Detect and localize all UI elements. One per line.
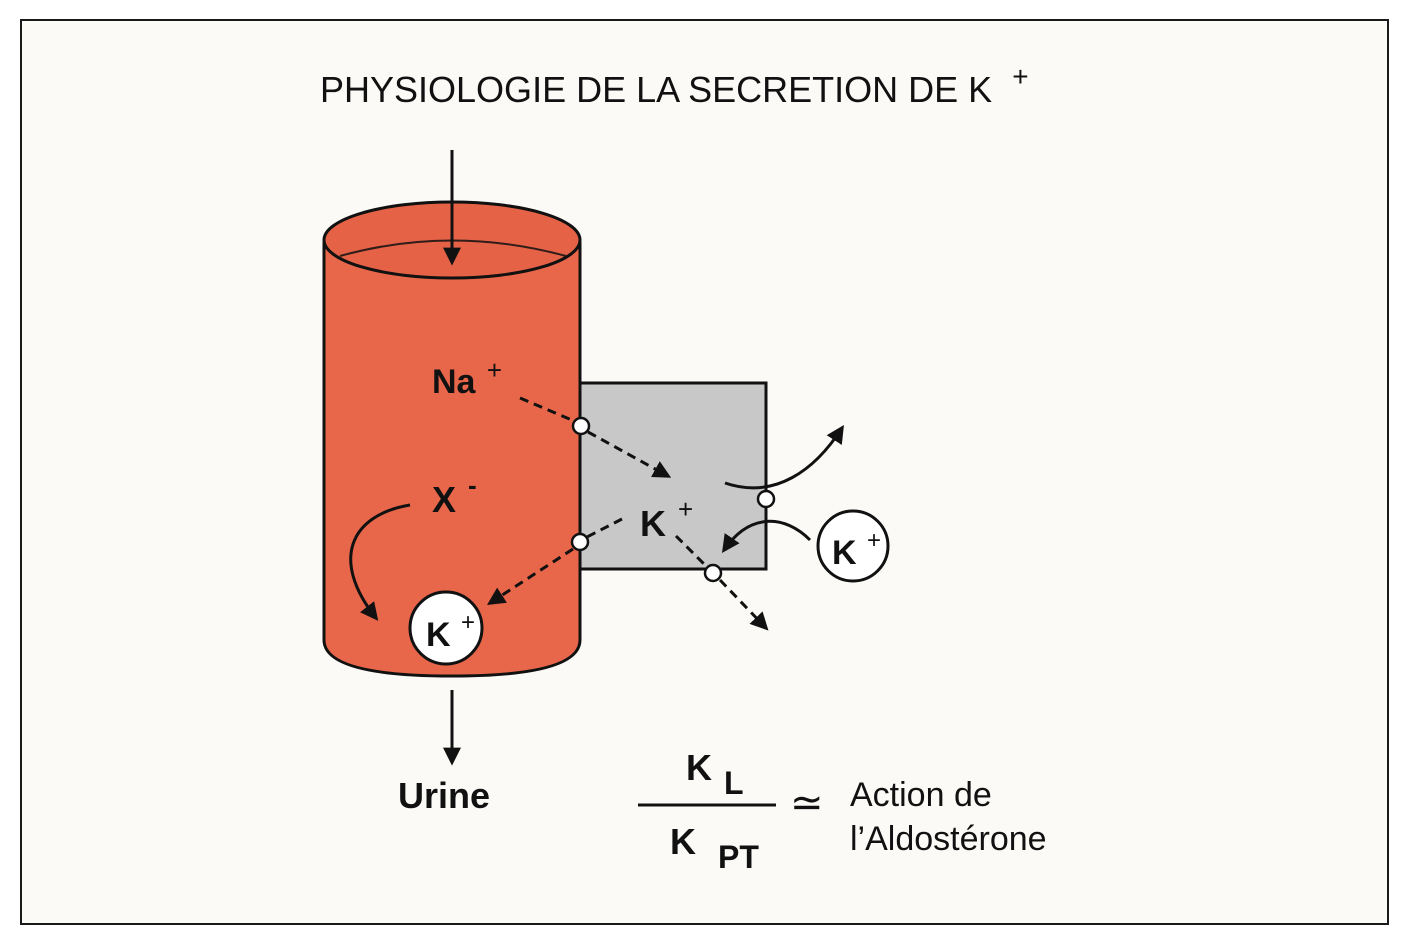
na-channel (571, 416, 591, 436)
figure-title: PHYSIOLOGIE DE LA SECRETION DE K + (320, 61, 1029, 110)
aldosterone-text-line1: Action de (850, 776, 992, 814)
k-lumen-circle (408, 590, 484, 666)
tubule-body (322, 241, 582, 678)
aldosterone-text-line2: l’Aldostérone (850, 820, 1047, 858)
formula-denominator: K PT (670, 821, 759, 875)
k-secretion-path-2 (486, 547, 574, 605)
na-reabsorption-path-2 (587, 430, 672, 478)
x-anion-curved-arrow (349, 503, 411, 621)
k-leak-path-1 (674, 534, 708, 568)
urine-label: Urine (398, 775, 490, 816)
k-lumen-label: K + (426, 609, 475, 654)
na-reabsorption-path-1 (519, 396, 575, 423)
na-exit-curved-arrow (724, 424, 844, 490)
na-ion-label: Na + (432, 355, 502, 401)
na-k-pump (756, 489, 776, 509)
k-blood-label: K + (832, 527, 881, 572)
k-cell-label: K + (640, 494, 693, 544)
k-leak-path-2 (718, 578, 769, 631)
k-entry-curved-arrow (721, 519, 812, 553)
k-channel-basolateral (703, 563, 723, 583)
formula-numerator: K L (686, 747, 744, 801)
k-channel-luminal (570, 532, 590, 552)
x-anion-label: X - (432, 470, 477, 520)
k-secretion-path-1 (586, 517, 623, 539)
approx-symbol: ≃ (790, 781, 824, 825)
k-blood-circle (816, 509, 890, 583)
